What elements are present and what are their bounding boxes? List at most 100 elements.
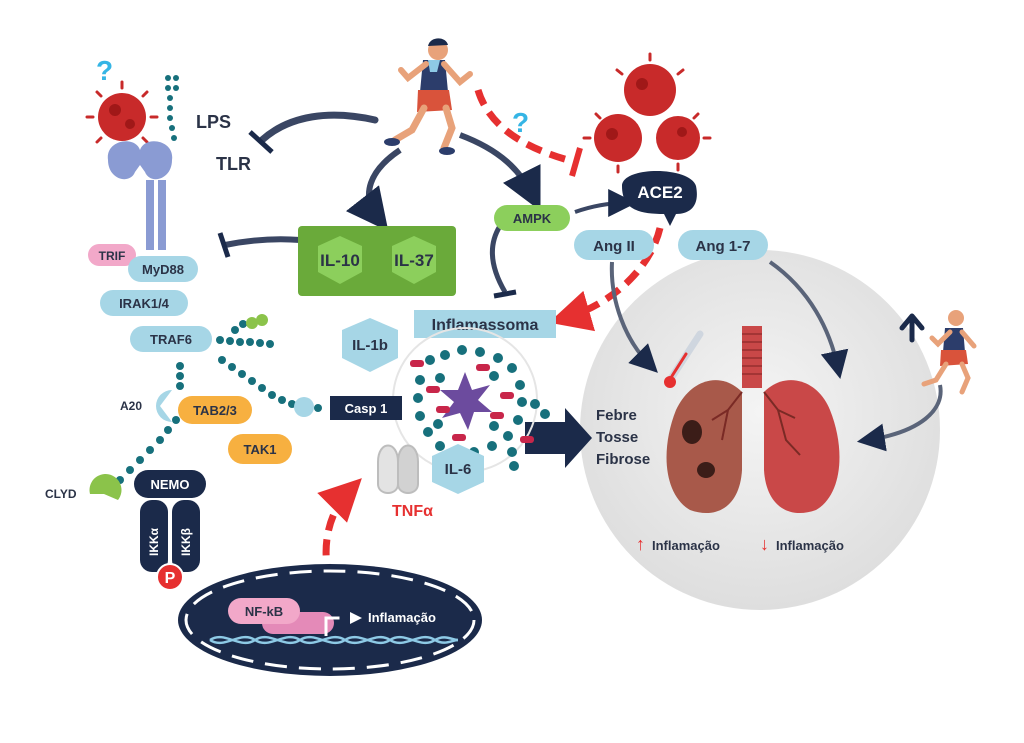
il6-label: IL-6 — [445, 461, 472, 478]
lung-left-lesion — [697, 462, 715, 478]
runner-right — [921, 310, 977, 395]
ace2-label: ACE2 — [637, 183, 682, 202]
traf6-label: TRAF6 — [150, 332, 192, 347]
trif-label: TRIF — [99, 249, 126, 263]
tlr-receptor-stem-right — [158, 180, 166, 250]
casp1-label: Casp 1 — [345, 401, 388, 416]
il10-label: IL-10 — [320, 251, 360, 270]
il37-hexagon — [392, 236, 436, 284]
up-arrow-icon: ↑ — [636, 534, 645, 554]
storm-beads-red — [410, 360, 534, 443]
virus-lps-body — [98, 93, 146, 141]
ubiquitin-chains — [106, 320, 322, 494]
virus-cluster-body — [624, 64, 676, 116]
exercise-to-il10-arrow — [345, 147, 402, 232]
ace2-to-inflamassoma-dashed — [548, 227, 664, 332]
runner-to-lung-arrow — [856, 384, 943, 452]
virus-lps-spot — [109, 104, 121, 116]
runner-right-head — [948, 310, 964, 326]
dna-strand-2 — [209, 635, 459, 645]
inflamassoma-label: Inflamassoma — [432, 317, 539, 334]
a20-label: A20 — [120, 399, 142, 413]
il6-hexagon — [432, 444, 484, 494]
cytokines-to-lung-big-arrow — [525, 408, 592, 468]
lps-chain — [165, 75, 179, 141]
exercise-to-ampk-arrow — [458, 132, 541, 212]
runner-leg-front — [440, 104, 456, 152]
lps-label: LPS — [196, 112, 231, 132]
tlr-receptor-head — [107, 141, 173, 180]
runner-right-arm — [929, 329, 953, 348]
inhibit-bar-myd88 — [217, 232, 231, 258]
tlr-receptor-stem-left — [146, 180, 154, 250]
inhibit-bar-tlr — [248, 130, 274, 154]
phospho-node — [156, 563, 184, 591]
ang2-to-lung-arrow — [609, 261, 658, 373]
inhibit-bar-inflamassoma — [493, 289, 517, 299]
tlr-receptor — [107, 141, 173, 250]
transcription-arrow-head — [350, 612, 362, 624]
a20-node — [156, 390, 172, 422]
ace2-node — [622, 171, 697, 226]
myd88-label: MyD88 — [142, 262, 184, 277]
runner-arm-front — [441, 61, 473, 87]
il10-hexagon — [318, 236, 362, 284]
nfkb-label: NF-kB — [245, 604, 283, 619]
irak-node — [100, 290, 188, 316]
symptom-fibrosis: Fibrose — [596, 451, 650, 468]
virus-lps — [98, 93, 146, 141]
nucleus-membrane-pores — [184, 569, 476, 671]
runner-torso — [420, 60, 448, 92]
runner-towel — [428, 60, 440, 72]
runner-shoe-back — [384, 138, 400, 146]
traf6-node — [130, 326, 212, 352]
virus-cluster — [594, 64, 700, 162]
question-mark-lps: ? — [96, 55, 113, 86]
lung-left-lesion — [682, 420, 702, 444]
myd88-node — [128, 256, 198, 282]
ikkb-node — [172, 500, 200, 572]
symptom-fever: Febre — [596, 407, 637, 424]
ampk-node — [494, 205, 570, 231]
trif-node — [88, 244, 136, 266]
tnfa-receptor — [377, 444, 419, 494]
ubiquitin-green — [256, 314, 268, 326]
tlr-label: TLR — [216, 154, 251, 174]
ang17-node — [678, 230, 768, 260]
thermometer-icon — [664, 330, 704, 388]
storm-center — [440, 372, 492, 430]
virus-cluster-spikes — [582, 52, 712, 174]
phospho-label: P — [165, 570, 176, 587]
runner-right-leg — [959, 361, 971, 395]
runner-right-arm — [959, 329, 977, 349]
clyd-label: CLYD — [45, 487, 77, 501]
ang17-label: Ang 1-7 — [695, 238, 750, 255]
runner-shoe-front — [439, 147, 455, 155]
runner-hair — [428, 38, 448, 46]
nemo-node — [134, 470, 206, 498]
inflamacao-up-label: Inflamação — [652, 538, 720, 553]
tnfa-label: TNFα — [392, 503, 433, 520]
ampk-to-ace2-arrow — [574, 189, 637, 218]
tab23-node — [178, 396, 252, 424]
bronchi-branches — [711, 391, 801, 456]
il37-label: IL-37 — [394, 251, 434, 270]
runner-arm-back — [398, 61, 429, 83]
tak1-label: TAK1 — [244, 442, 277, 457]
exercise-inhibits-tlr-line — [258, 111, 379, 144]
symptom-cough: Tosse — [596, 429, 638, 446]
nfkb-node — [228, 598, 300, 624]
runner-top — [384, 38, 473, 155]
transcription-arrow-icon — [324, 607, 361, 636]
nucleus-output-label: Inflamação — [368, 610, 436, 625]
virus-lps-spot — [125, 119, 135, 129]
nemo-label: NEMO — [151, 477, 190, 492]
runner-leg-back — [391, 104, 428, 144]
tab23-label: TAB2/3 — [193, 403, 237, 418]
ikkb-label: IKKβ — [179, 528, 193, 556]
il1b-label: IL-1b — [352, 337, 388, 354]
tak1-node — [228, 434, 292, 464]
ikka-label: IKKα — [147, 527, 161, 556]
il1b-hexagon — [342, 318, 398, 372]
ang17-to-lung-arrow — [768, 260, 849, 379]
